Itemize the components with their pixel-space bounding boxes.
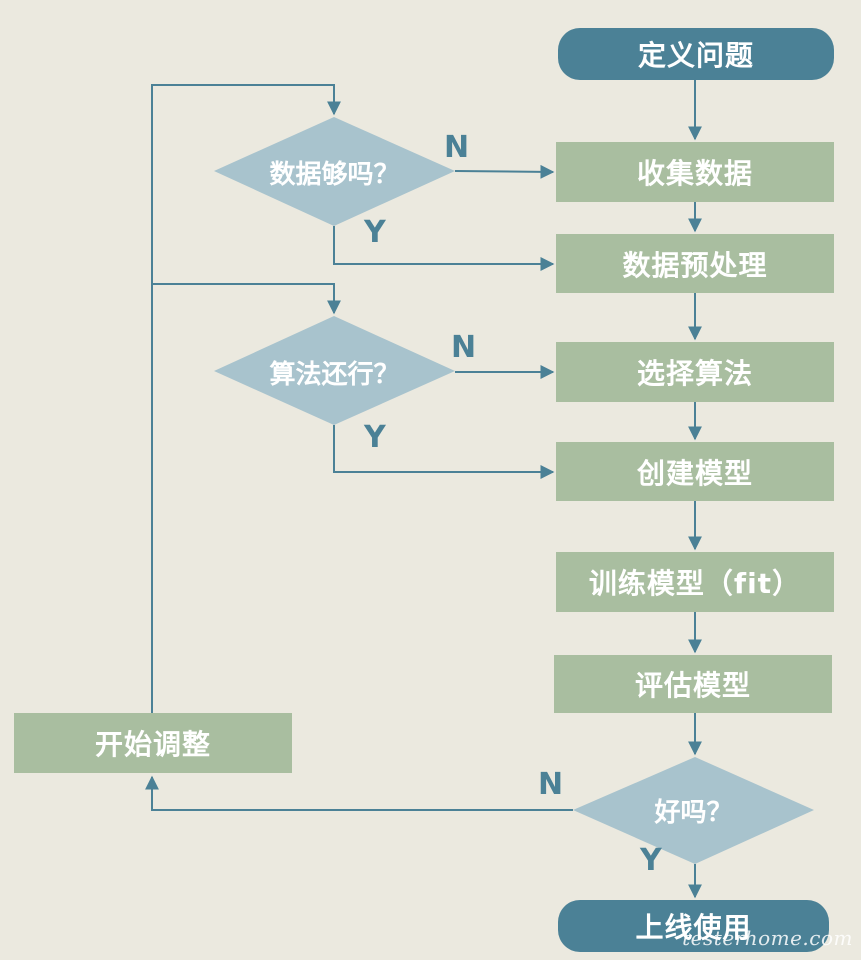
branch-label-no-algo: N bbox=[451, 330, 477, 365]
decision-algorithm-ok-label: 算法还行？ bbox=[269, 359, 400, 390]
decision-enough-data-shape bbox=[214, 117, 455, 226]
branch-label-yes-enough: Y bbox=[364, 215, 386, 250]
process-choose-algorithm: 选择算法 bbox=[556, 342, 834, 402]
arrow-enough-yes-to-preprocess bbox=[333, 226, 555, 271]
arrow-good-no-to-adjust bbox=[145, 775, 573, 811]
branch-label-yes-algo: Y bbox=[364, 420, 386, 455]
arrow-adjust-loop-to-enough bbox=[151, 84, 341, 713]
arrow-algo-yes-to-build bbox=[333, 425, 555, 479]
process-train-model: 训练模型（fit） bbox=[556, 552, 834, 612]
decision-good-shape bbox=[573, 757, 814, 864]
branch-label-yes-good: Y bbox=[640, 843, 662, 878]
branch-label-no-good: N bbox=[538, 767, 564, 802]
terminal-deploy: 上线使用 bbox=[558, 900, 829, 952]
process-preprocess: 数据预处理 bbox=[556, 234, 834, 293]
terminal-define-problem: 定义问题 bbox=[558, 28, 834, 80]
decision-good-label: 好吗？ bbox=[654, 797, 733, 828]
arrow-enough-no-to-collect bbox=[454, 164, 555, 179]
decision-enough-data-label: 数据够吗？ bbox=[269, 159, 400, 190]
branch-label-no-enough: N bbox=[444, 130, 470, 165]
arrow-adjust-loop-to-algo bbox=[152, 283, 341, 315]
decision-algorithm-ok-shape bbox=[214, 316, 455, 425]
process-build-model: 创建模型 bbox=[556, 442, 834, 501]
process-evaluate-model: 评估模型 bbox=[554, 655, 832, 713]
process-collect-data: 收集数据 bbox=[556, 142, 834, 202]
watermark: testerhome.com bbox=[682, 926, 853, 950]
process-start-adjust: 开始调整 bbox=[14, 713, 292, 773]
